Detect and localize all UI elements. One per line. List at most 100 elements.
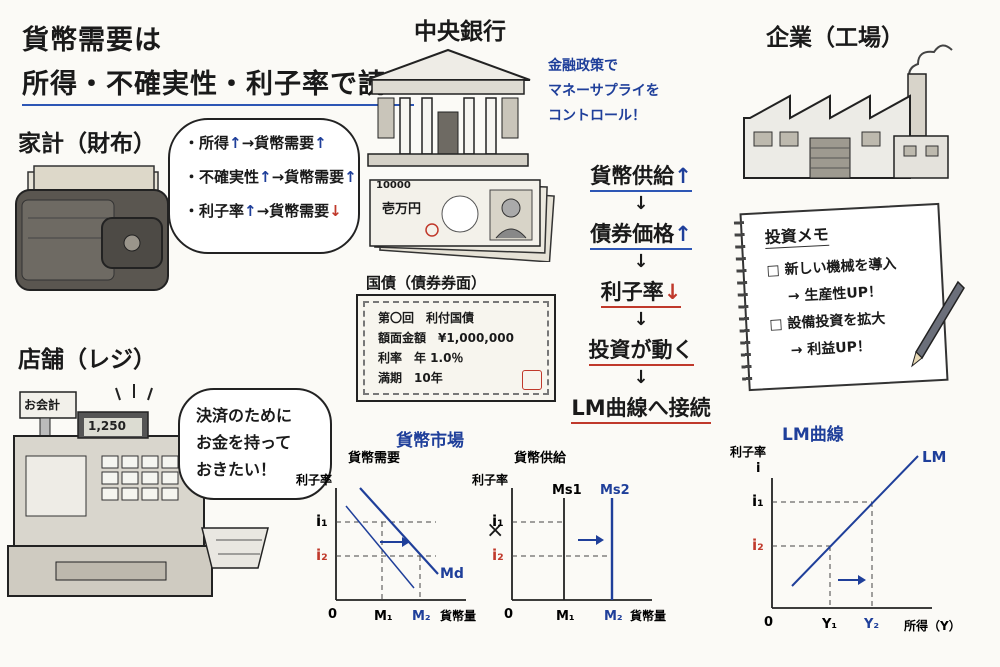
note-line: 金融政策で: [548, 58, 618, 74]
pencil-icon: [911, 280, 965, 368]
lm-label: LM: [922, 448, 947, 466]
shift-arrowhead-icon: [402, 537, 410, 547]
down-arrow-icon: ↓: [633, 309, 649, 330]
bullet-text: ・利子率: [184, 202, 245, 220]
bond-line: 利率 年 1.0％: [378, 351, 464, 365]
bullet-text: →貨幣需要: [271, 168, 345, 186]
i1-label: i₁: [492, 512, 504, 530]
up-arrow-icon: ↑: [229, 134, 242, 152]
m2-label: M₂: [412, 609, 431, 624]
bullet-income: ・所得↑→貨幣需要↑: [184, 132, 357, 153]
household-bullets: ・所得↑→貨幣需要↑ ・不確実性↑→貨幣需要↑ ・利子率↑→貨幣需要↓: [184, 132, 357, 221]
factory-illustration: [743, 44, 953, 179]
y-label: 利子率: [296, 472, 332, 487]
flow-chain: 貨幣供給↑ ↓ 債券価格↑ ↓ 利子率↓ ↓ 投資が動く ↓ LM曲線へ接続: [566, 160, 716, 424]
speech-line: お金を持って: [196, 433, 292, 452]
memo-title: 投資メモ: [764, 220, 830, 250]
down-arrow-icon: ↓: [633, 367, 649, 388]
up-arrow-icon: ↑: [314, 134, 327, 152]
times-sign: ×: [486, 518, 505, 543]
seal-stamp-icon: [522, 370, 542, 390]
down-arrow-icon: ↓: [329, 202, 342, 220]
page-title-line2: 所得・不確実性・利子率で読む: [22, 62, 414, 106]
note-line: コントロール！: [548, 108, 646, 124]
store-speech-bubble: [178, 388, 332, 500]
i2-label: i₂: [752, 536, 764, 554]
money-market-title: 貨幣市場: [396, 431, 464, 451]
memo-item: → 利益UP！: [790, 338, 872, 359]
register-tag: お会計: [24, 398, 61, 412]
i1-label: i₁: [316, 512, 328, 530]
up-arrow-icon: ↑: [344, 168, 357, 186]
banknote-number: 10000: [376, 180, 411, 191]
graph-title: 貨幣需要: [348, 450, 400, 466]
bond-label: 国債（債券券面）: [366, 274, 487, 292]
flow-step-investment: 投資が動く: [588, 338, 694, 366]
i2-label: i₂: [316, 546, 328, 564]
store-label: 店舗（レジ）: [18, 347, 156, 373]
flow-step-money-supply: 貨幣供給↑: [590, 164, 692, 192]
up-arrow-icon: ↑: [244, 202, 257, 220]
cash-register-illustration: [7, 384, 269, 597]
down-arrow-icon: ↓: [663, 280, 682, 304]
wallet-illustration: [15, 165, 169, 291]
household-label: 家計（財布）: [18, 131, 156, 157]
register-display: 1,250: [88, 419, 126, 433]
m1-label: M₁: [374, 609, 393, 624]
firm-label: 企業（工場）: [766, 25, 904, 51]
origin-label: 0: [504, 607, 513, 622]
i-symbol: i: [756, 461, 760, 476]
md-curve-old: [345, 505, 415, 589]
flow-step-interest-rate: 利子率↓: [600, 280, 682, 308]
bullet-uncertainty: ・不確実性↑→貨幣需要↑: [184, 166, 357, 187]
x-label: 貨幣量: [630, 608, 666, 623]
store-speech: 決済のために お金を持って おきたい！: [196, 402, 292, 483]
graph-title: 貨幣供給: [514, 450, 567, 466]
bullet-text: ・所得: [184, 134, 230, 152]
note-line: マネーサプライを: [548, 83, 660, 99]
up-arrow-icon: ↑: [674, 164, 692, 188]
central-bank-label: 中央銀行: [414, 19, 506, 45]
banknote-text: 壱万円: [382, 202, 422, 217]
flow-text: 債券価格: [590, 222, 675, 246]
bond-line: 満期 10年: [378, 371, 443, 385]
speech-line: おきたい！: [196, 460, 277, 479]
page-title-line1: 貨幣需要は: [22, 25, 162, 56]
origin-label: 0: [764, 615, 773, 630]
m2-label: M₂: [604, 609, 623, 624]
lm-graph: 利子率 i i₁ i₂ 0 Y₁ Y₂ 所得（Y） LM: [730, 444, 961, 633]
m1-label: M₁: [556, 609, 575, 624]
bank-building-illustration: [365, 48, 531, 167]
bullet-text: ・不確実性: [184, 168, 260, 186]
md-label: Md: [440, 566, 464, 582]
household-bubble: [168, 118, 360, 254]
x-label: 貨幣量: [440, 608, 476, 623]
flow-text: 利子率: [600, 280, 664, 304]
money-demand-graph: 貨幣需要 利子率 i₁ i₂ 0 M₁ M₂ 貨幣量 Md: [296, 450, 476, 624]
shift-arrowhead-icon: [596, 535, 604, 545]
spiral-binding-icon: [733, 221, 753, 384]
lm-curve: [791, 455, 919, 587]
x-label: 所得（Y）: [904, 618, 961, 633]
down-arrow-icon: ↓: [633, 193, 649, 214]
money-supply-graph: 貨幣供給 利子率 i₁ i₂ 0 M₁ M₂ 貨幣量 Ms1 Ms2: [472, 450, 666, 624]
up-arrow-icon: ↑: [259, 168, 272, 186]
bond-certificate: 第〇回 利付国債 額面金額 ¥1,000,000 利率 年 1.0％ 満期 10…: [356, 294, 556, 402]
speech-line: 決済のために: [196, 406, 293, 425]
up-arrow-icon: ↑: [674, 222, 692, 246]
bullet-text: →貨幣需要: [256, 202, 330, 220]
down-arrow-icon: ↓: [633, 251, 649, 272]
i1-label: i₁: [752, 492, 764, 510]
md-curve: [359, 487, 439, 575]
origin-label: 0: [328, 607, 337, 622]
flow-step-bond-price: 債券価格↑: [590, 222, 692, 250]
banknotes-illustration: [369, 179, 555, 262]
y1-label: Y₁: [821, 617, 837, 632]
bullet-interest: ・利子率↑→貨幣需要↓: [184, 200, 357, 221]
ms1-label: Ms1: [552, 483, 582, 498]
flow-text: 貨幣供給: [590, 164, 675, 188]
y-label: 利子率: [472, 472, 508, 487]
lm-title: LM曲線: [782, 425, 844, 445]
bond-line: 額面金額 ¥1,000,000: [378, 331, 514, 345]
y-label: 利子率: [730, 444, 766, 459]
